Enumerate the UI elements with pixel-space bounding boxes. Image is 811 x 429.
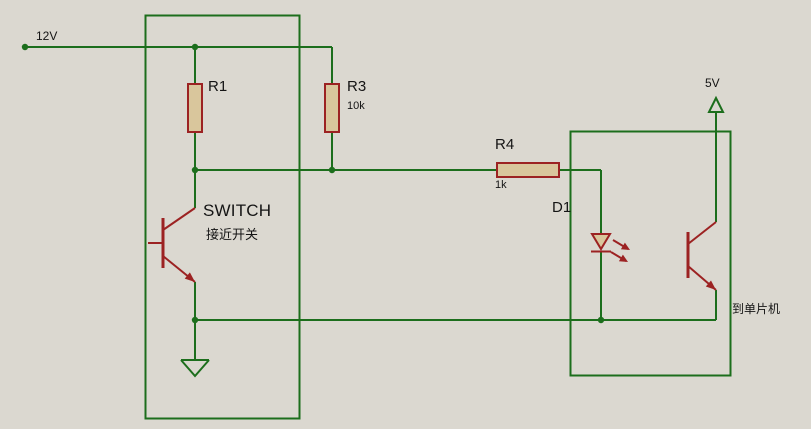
q2-collector-lead	[687, 221, 717, 245]
label-r4: R4	[495, 136, 515, 153]
transistor-opto[interactable]	[686, 221, 717, 291]
transistor-switch[interactable]	[148, 207, 196, 283]
resistor-r1[interactable]	[187, 83, 203, 133]
junction-dot	[191, 43, 199, 51]
label-switch-cn: 接近开关	[206, 227, 259, 242]
junction-dot	[597, 316, 605, 324]
d1-emission-arrowhead-2	[618, 254, 628, 262]
label-d1: D1	[552, 199, 572, 216]
resistor-r4[interactable]	[496, 162, 560, 178]
label-r3-value: 10k	[347, 100, 365, 112]
switch-module-box	[144, 14, 301, 420]
label-to-mcu: 到单片机	[732, 302, 781, 316]
label-5v: 5V	[705, 76, 720, 90]
junction-dot	[21, 43, 29, 51]
d1-emission-arrowhead-1	[620, 242, 630, 250]
q1-collector-lead	[162, 207, 196, 231]
junction-dots	[21, 43, 605, 324]
junction-dot	[328, 166, 336, 174]
q1-emitter-arrow	[184, 272, 195, 282]
d1-triangle	[590, 233, 612, 251]
label-r4-value: 1k	[495, 179, 507, 191]
ground-icon	[180, 359, 210, 378]
label-r3: R3	[347, 78, 367, 95]
q2-emitter-arrow	[705, 280, 716, 290]
label-switch: SWITCH	[203, 201, 272, 220]
power-5v-arrow-icon	[707, 95, 725, 113]
resistor-r3[interactable]	[324, 83, 340, 133]
junction-dot	[191, 166, 199, 174]
led-d1[interactable]	[590, 233, 630, 262]
junction-dot	[191, 316, 199, 324]
label-12v: 12V	[36, 29, 58, 43]
optocoupler-module-box	[569, 130, 732, 377]
label-r1: R1	[208, 78, 228, 95]
wires	[25, 46, 717, 360]
